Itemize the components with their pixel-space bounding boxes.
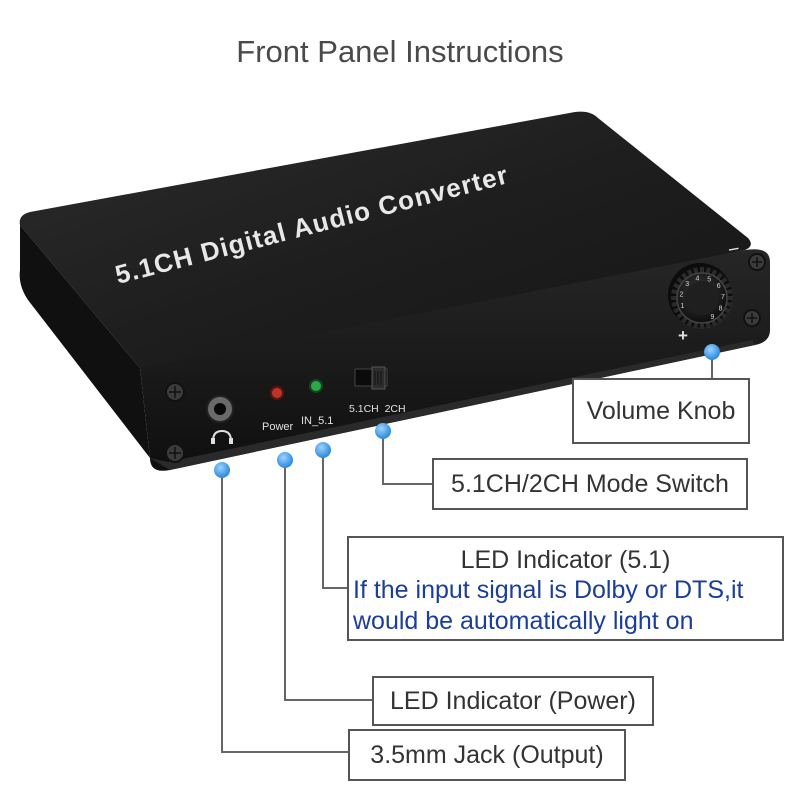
knob-plus-mark: +: [678, 326, 688, 345]
leader-line-led51: [322, 450, 348, 589]
callout-volume-knob: Volume Knob: [572, 378, 750, 444]
callout-volume-knob-label: Volume Knob: [586, 396, 736, 425]
knob-scale-number: 2: [680, 291, 684, 298]
knob-scale-number: 3: [685, 281, 689, 288]
device-bottom-edge: [150, 340, 755, 470]
callout-led-power: LED Indicator (Power): [372, 676, 654, 726]
screw-icon: [748, 253, 766, 271]
knob-tooth: [700, 267, 704, 275]
headphone-icon: [211, 429, 233, 444]
knob-scale-number: 1: [680, 303, 684, 310]
page-title: Front Panel Instructions: [236, 34, 564, 69]
device-top: [19, 111, 751, 373]
knob-minus-mark: −: [726, 238, 741, 262]
knob-scale-number: 6: [717, 283, 721, 290]
knob-tooth: [700, 321, 704, 329]
power-led: [270, 386, 284, 400]
knob-scale-number: 7: [721, 294, 725, 301]
leader-line-power: [284, 460, 372, 701]
device-front: [140, 249, 770, 471]
headphone-jack[interactable]: [206, 395, 234, 423]
callout-mode-switch: 5.1CH/2CH Mode Switch: [432, 458, 748, 510]
screw-icon: [165, 382, 185, 402]
callout-dot-led51: [315, 442, 331, 458]
device-left-side: [19, 225, 150, 458]
callout-dot-power: [277, 452, 293, 468]
callout-led-51-desc-line1: If the input signal is Dolby or DTS,it: [353, 576, 744, 604]
knob-scale-number: 4: [696, 275, 700, 282]
mode-switch-label: 5.1CH 2CH: [349, 403, 406, 415]
callout-dot-switch: [375, 423, 391, 439]
callout-dot-jack: [214, 462, 230, 478]
screw-icon: [165, 443, 185, 463]
leader-line-switch: [382, 431, 432, 485]
knob-scale-number: 9: [711, 314, 715, 321]
callout-jack-label: 3.5mm Jack (Output): [370, 740, 604, 769]
slide-switch-icon[interactable]: [354, 366, 388, 390]
callout-led-51-desc-line2: would be automatically light on: [353, 607, 694, 635]
in51-label: IN_5.1: [301, 415, 333, 427]
callout-mode-switch-label: 5.1CH/2CH Mode Switch: [451, 469, 729, 498]
callout-led-power-label: LED Indicator (Power): [390, 686, 636, 715]
power-label: Power: [262, 421, 294, 433]
callout-dot-volume: [704, 344, 720, 360]
screw-icon: [743, 309, 761, 327]
callout-led-51-title: LED Indicator (5.1): [460, 546, 671, 574]
knob-scale-number: 5: [707, 276, 711, 283]
knob-scale-number: 8: [719, 306, 723, 313]
in51-led: [309, 379, 323, 393]
callout-jack: 3.5mm Jack (Output): [348, 729, 626, 781]
callout-led-51: LED Indicator (5.1) If the input signal …: [347, 536, 784, 641]
leader-line-jack: [221, 470, 348, 753]
